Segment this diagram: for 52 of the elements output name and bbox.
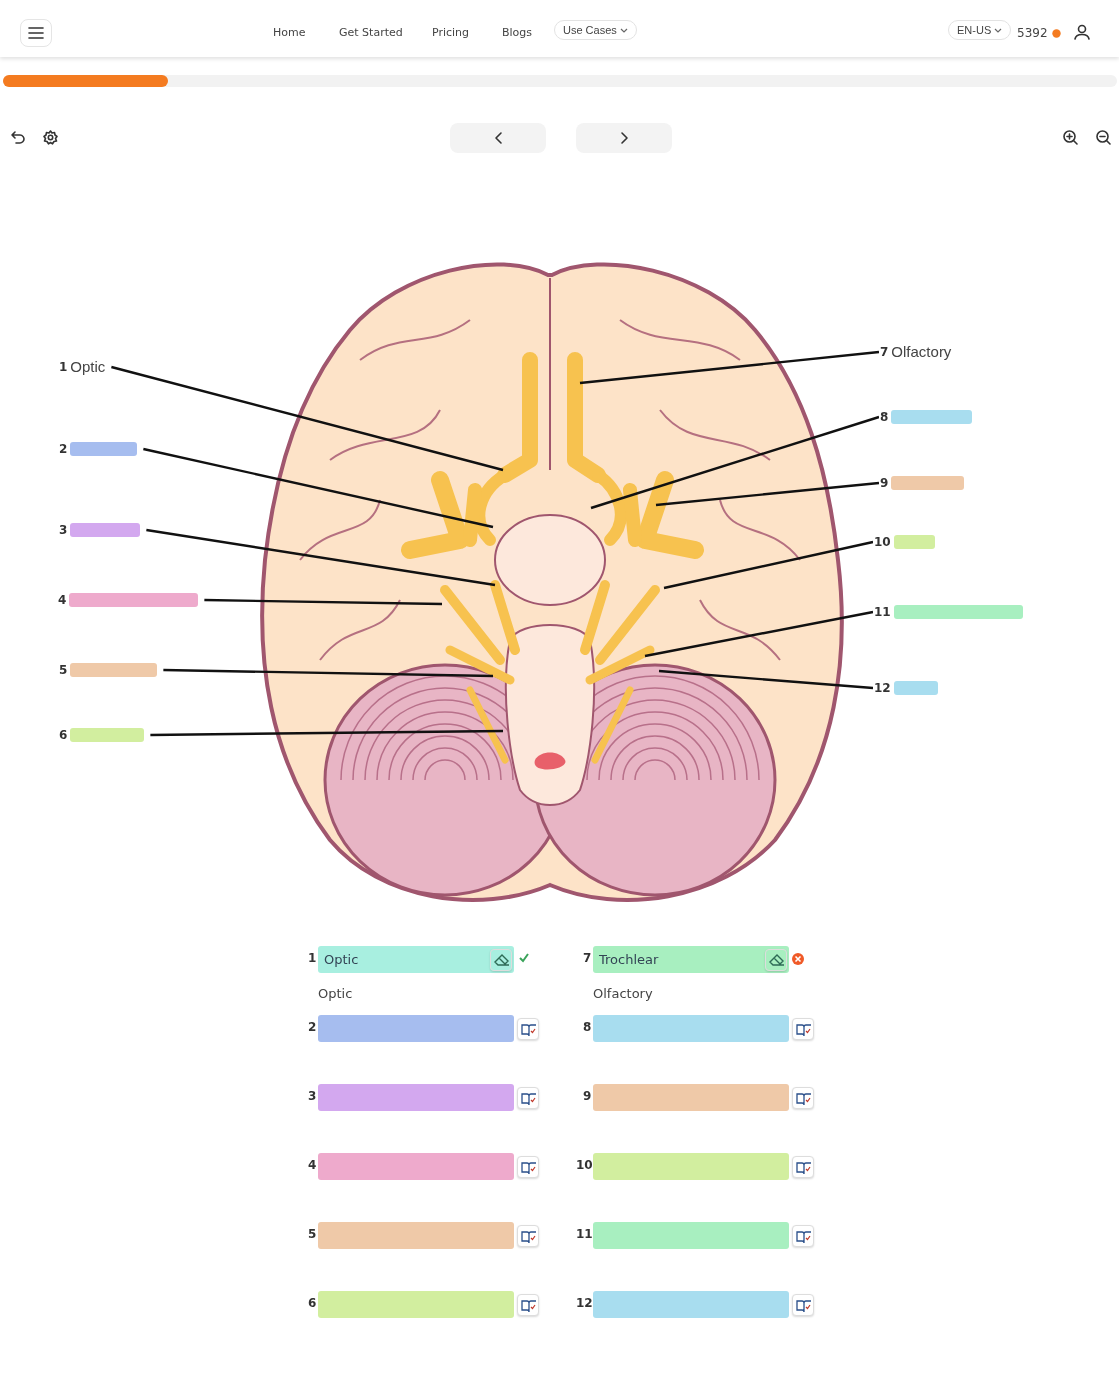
nav-link: Blogs [502,25,533,41]
leader-line [579,350,880,385]
leader-line [111,365,504,472]
answer-field: Trochlear [593,946,789,973]
question-number: 11 [576,1227,593,1241]
nav-dropdown: Use Cases [554,20,637,40]
points-counter: 5392 [1017,25,1048,41]
leader-line [146,528,496,587]
question-number: 4 [308,1158,317,1172]
question-number: 6 [308,1296,317,1310]
question-number: 2 [308,1020,317,1034]
question-number: 9 [583,1089,592,1103]
callout-label [879,343,952,361]
language-dropdown: EN-US [948,20,1012,40]
leader-line [163,668,494,678]
callout-number: 11 [873,605,892,619]
question-number: 5 [308,1227,317,1241]
leader-line [150,729,503,737]
callout-number: 6 [58,728,69,742]
callout-number: 4 [57,593,68,607]
nav-link: Get Started [339,25,403,41]
correct-answer: Olfactory [593,986,653,1002]
question-number: 1 [308,951,317,965]
answer-field: Optic [318,946,514,973]
callout-number: 1 [58,360,69,374]
leader-line [204,598,443,606]
question-number: 3 [308,1089,317,1103]
nav-link: Home [273,25,306,41]
question-number: 7 [583,951,592,965]
callout-number: 8 [879,410,890,424]
leader-line [143,447,494,529]
leader-line [663,540,874,590]
callout-number: 7 [879,345,890,359]
callout-number: 3 [58,523,69,537]
callout-number: 10 [873,535,892,549]
callout-label [873,535,935,549]
callout-text: Olfactory [891,343,952,361]
question-number: 10 [576,1158,593,1172]
callout-text: Optic [70,358,106,376]
nav-link: Pricing [432,25,470,41]
callout-number: 9 [879,476,890,490]
correct-answer: Optic [318,986,353,1002]
callout-number: 2 [58,442,69,456]
callout-number: 5 [58,663,69,677]
leader-line [658,669,874,690]
leader-line [655,481,880,507]
leader-line [590,415,880,510]
callout-label [873,681,938,695]
callout-number: 12 [873,681,892,695]
leader-line [644,610,874,658]
question-number: 8 [583,1020,592,1034]
question-number: 12 [576,1296,593,1310]
